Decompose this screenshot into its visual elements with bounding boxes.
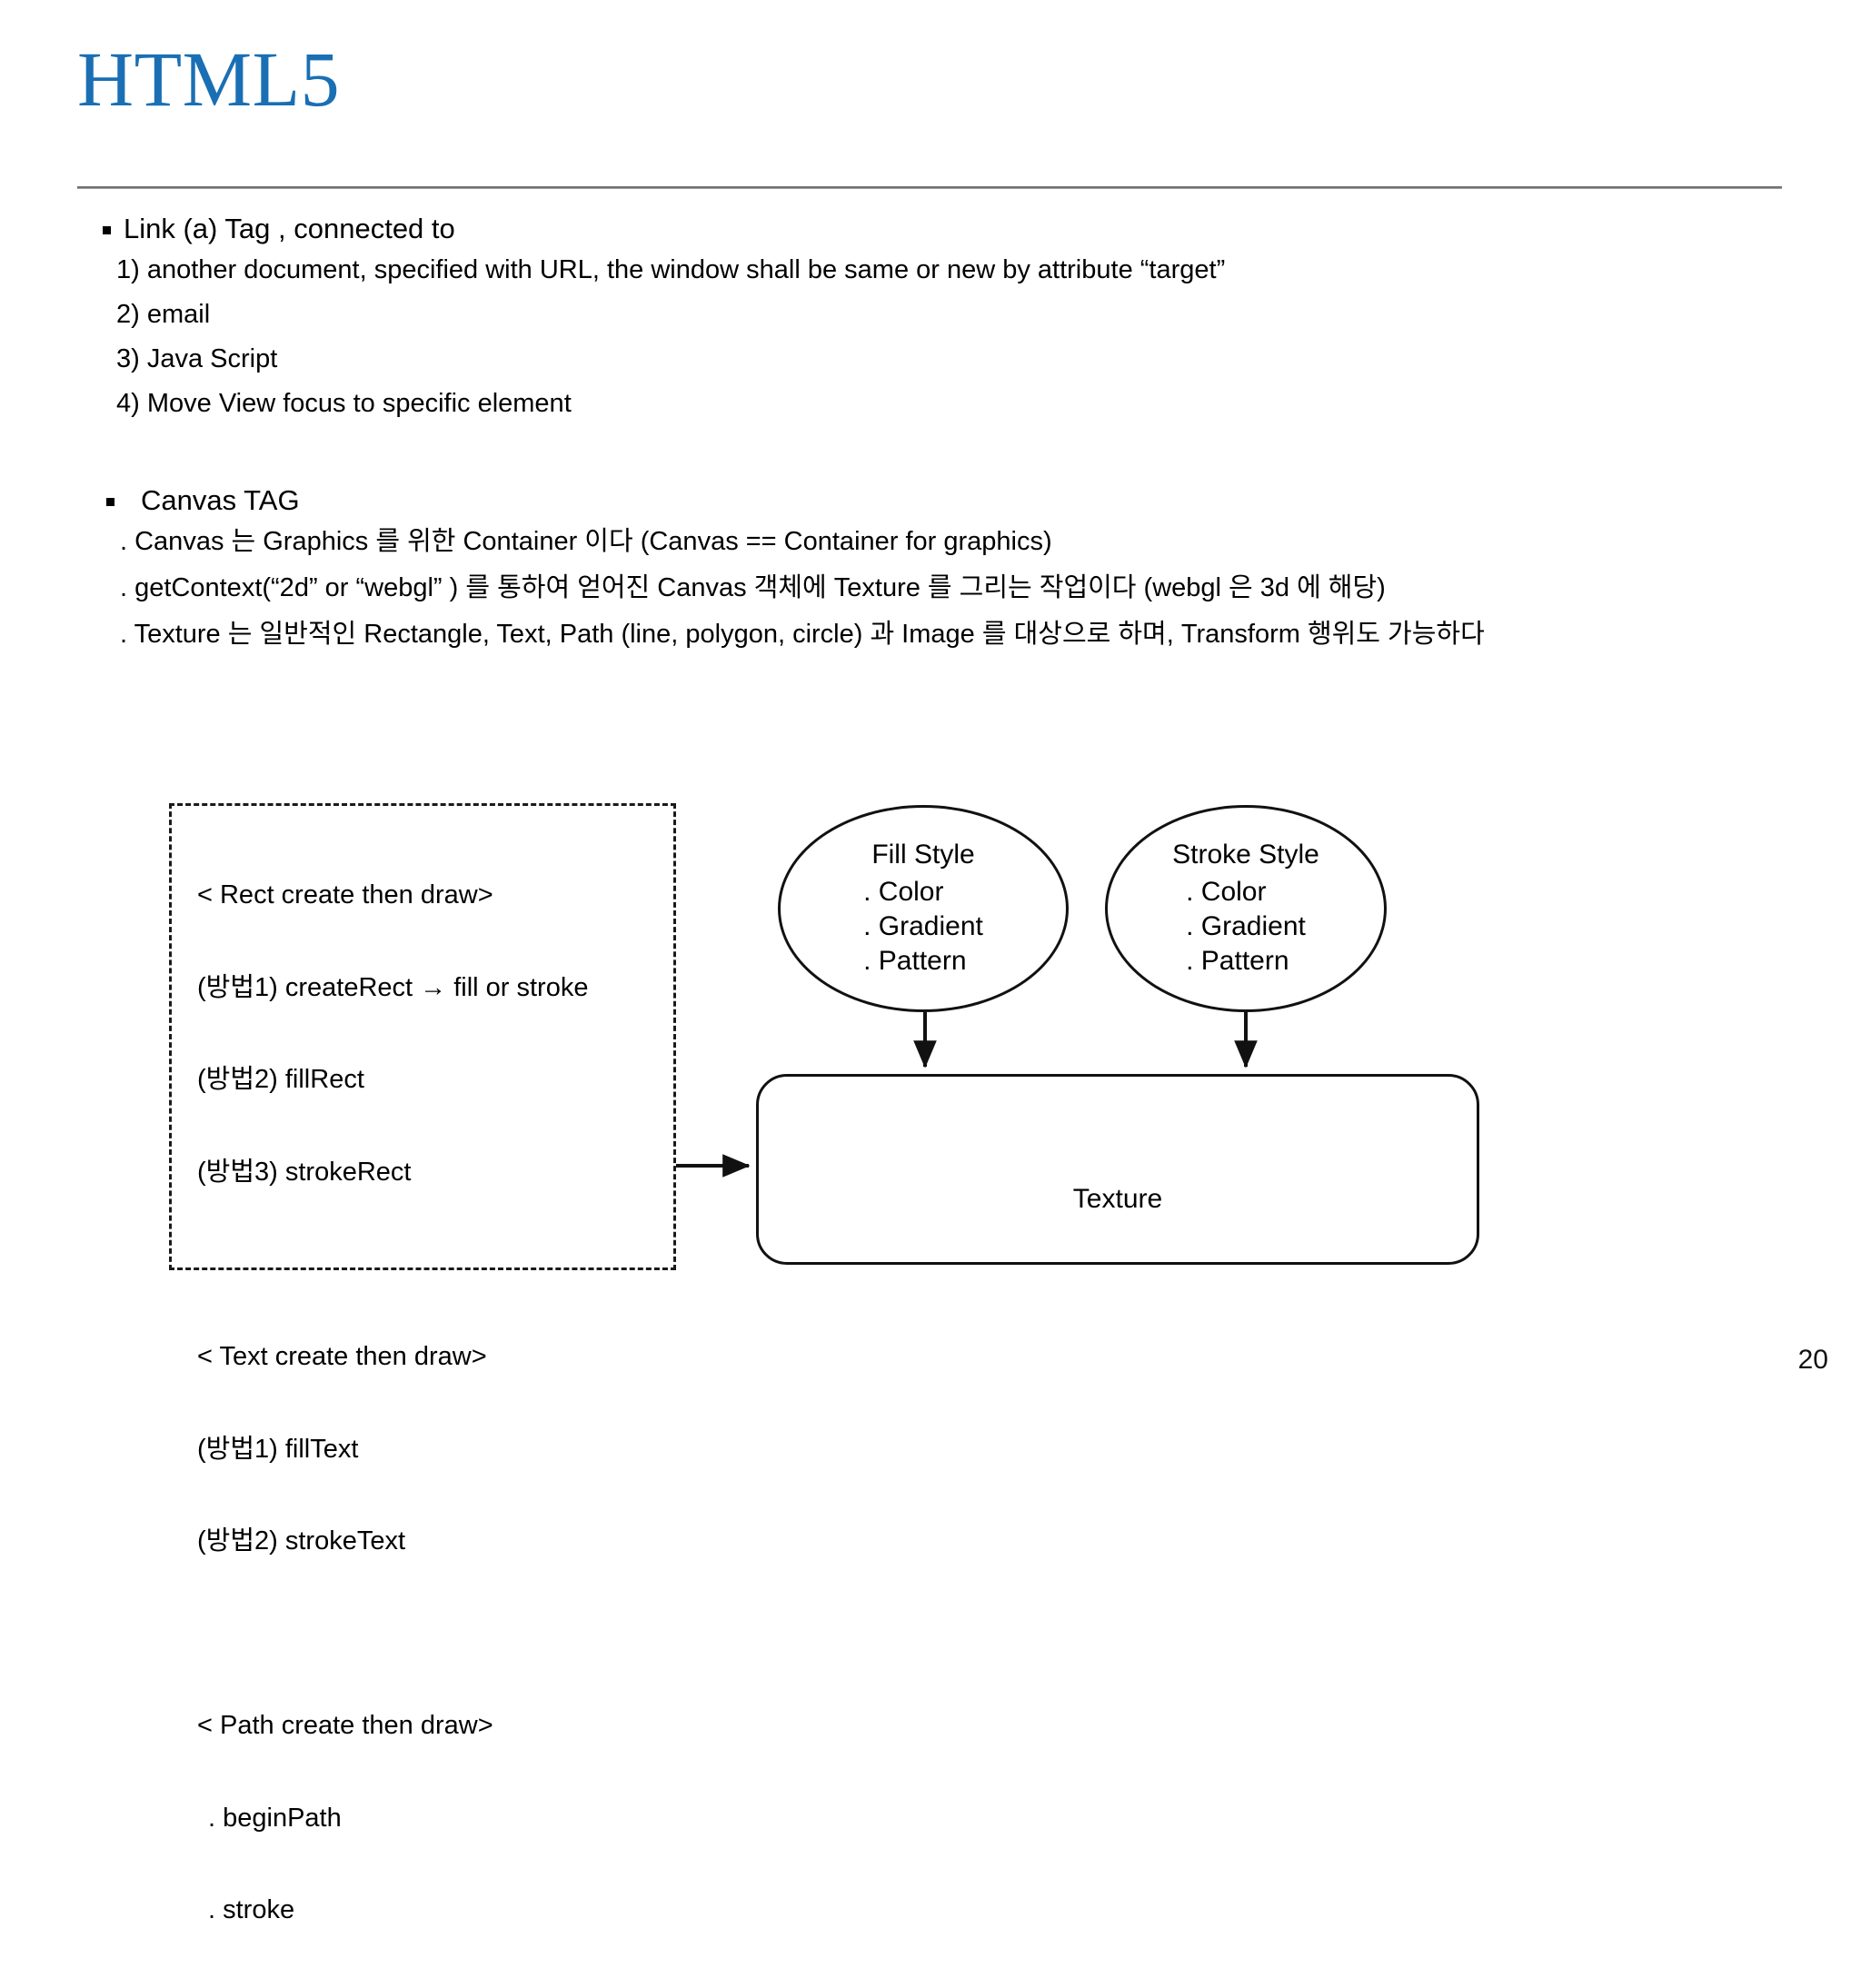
page-title: HTML5 [77, 35, 341, 123]
canvas-item-2: . getContext(“2d” or “webgl” ) 를 통하여 얻어진… [120, 573, 1386, 602]
square-bullet-icon [103, 226, 111, 234]
slide-body: Link (a) Tag , connected to 1) another d… [100, 214, 1781, 668]
canvas-api-dashed-box: < Rect create then draw> (방법1) createRec… [169, 803, 676, 1924]
bullet-link-tag-label: Link (a) Tag , connected to [124, 213, 455, 244]
text-heading: < Text create then draw> [197, 1341, 487, 1371]
section-spacer [100, 435, 1781, 486]
stroke-style-item-color: . Color [1186, 876, 1267, 907]
page-number: 20 [1797, 1345, 1828, 1375]
fill-style-title: Fill Style [871, 840, 975, 870]
path-line-1: . beginPath [208, 1803, 342, 1833]
fill-style-list: . Color . Gradient . Pattern [863, 875, 983, 979]
texture-box: Texture [756, 1074, 1479, 1265]
canvas-api-text: < Rect create then draw> (방법1) createRec… [197, 819, 666, 1988]
path-heading: < Path create then draw> [197, 1710, 493, 1740]
stroke-style-ellipse: Stroke Style . Color . Gradient . Patter… [1105, 805, 1387, 1012]
path-line-2: . stroke [208, 1895, 295, 1925]
bullet-canvas-tag-label: Canvas TAG [141, 484, 300, 516]
fill-style-ellipse: Fill Style . Color . Gradient . Pattern [778, 805, 1069, 1012]
canvas-item-3: . Texture 는 일반적인 Rectangle, Text, Path (… [120, 620, 1485, 649]
rect-heading: < Rect create then draw> [197, 880, 493, 910]
stroke-style-title: Stroke Style [1172, 840, 1319, 870]
stroke-style-item-gradient: . Gradient [1186, 911, 1306, 941]
link-item-4: 4) Move View focus to specific element [116, 389, 572, 418]
rect-line-2: (방법2) fillRect [197, 1065, 364, 1095]
canvas-item-1: . Canvas 는 Graphics 를 위한 Container 이다 (C… [120, 527, 1052, 556]
stroke-style-item-pattern: . Pattern [1186, 946, 1289, 977]
dashed-box-spacer [197, 1619, 666, 1649]
link-item-2: 2) email [116, 300, 211, 329]
link-item-1: 1) another document, specified with URL,… [116, 255, 1226, 284]
link-item-3: 3) Java Script [116, 344, 278, 373]
stroke-style-list: . Color . Gradient . Pattern [1186, 875, 1306, 979]
text-line-2: (방법2) strokeText [197, 1526, 406, 1556]
square-bullet-icon [106, 498, 114, 506]
rect-line-3: (방법3) strokeRect [197, 1158, 412, 1188]
fill-style-item-color: . Color [863, 876, 944, 907]
text-line-1: (방법1) fillText [197, 1434, 359, 1464]
fill-style-item-gradient: . Gradient [863, 911, 983, 941]
rect-line-1: (방법1) createRect → fill or stroke [197, 972, 589, 1002]
bullet-link-tag: Link (a) Tag , connected to [100, 214, 1781, 243]
dashed-box-spacer [197, 1250, 666, 1280]
texture-label: Texture [1072, 1184, 1163, 1214]
title-divider [77, 186, 1782, 189]
fill-style-item-pattern: . Pattern [863, 946, 967, 977]
bullet-canvas-tag: Canvas TAG [100, 486, 1781, 514]
